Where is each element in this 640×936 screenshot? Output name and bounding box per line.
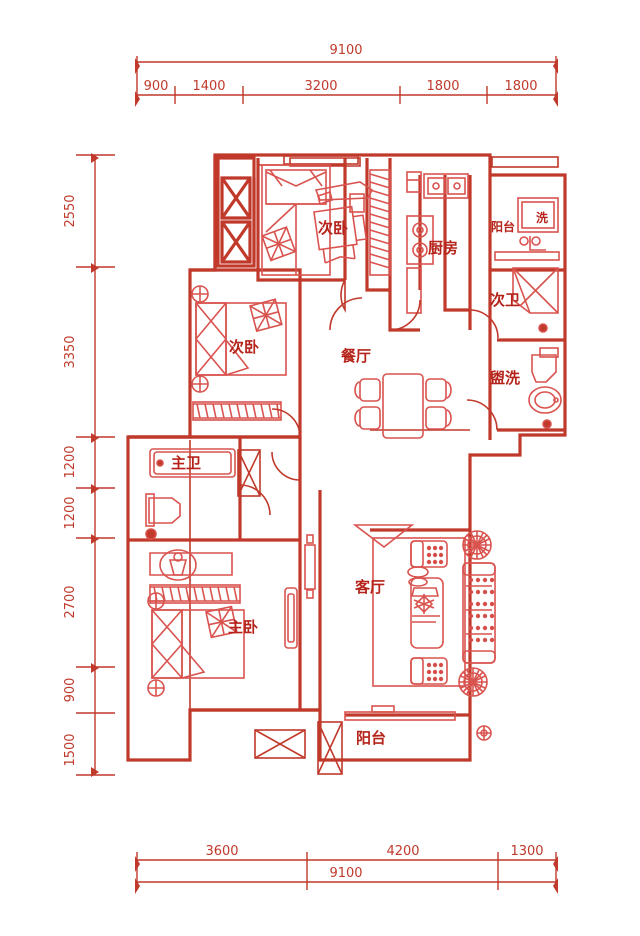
dim-top-seg-2: 3200 xyxy=(304,79,337,94)
room-label-bedroom2-mid: 次卧 xyxy=(229,338,259,356)
wardrobe-top-furniture xyxy=(369,169,391,276)
dim-left-seg-1: 3350 xyxy=(63,335,78,368)
dim-bottom-seg-1: 4200 xyxy=(386,844,419,859)
washroom-fixtures xyxy=(528,386,562,429)
room-label-dining: 餐厅 xyxy=(341,347,371,365)
room-label-master-bedroom: 主卧 xyxy=(228,618,258,636)
dim-left-seg-6: 1500 xyxy=(63,733,78,766)
dim-top-seg-3: 1800 xyxy=(426,79,459,94)
room-label-bath2: 次卫 xyxy=(490,291,520,309)
room-label-balcony-top: 阳台 xyxy=(491,219,515,234)
room-label-bedroom2-top: 次卧 xyxy=(318,219,348,237)
bedroom2-mid-furniture xyxy=(191,285,287,421)
room-label-balcony-bottom: 阳台 xyxy=(356,729,386,747)
tv-cabinet-furniture xyxy=(284,534,316,649)
top-dimension-group xyxy=(135,56,558,107)
dim-left-seg-3: 1200 xyxy=(63,496,78,529)
left-dimension-group xyxy=(76,153,115,777)
bottom-dimension-group xyxy=(135,852,558,894)
bedroom2-top-furniture xyxy=(260,164,331,276)
second-bathroom-fixtures xyxy=(511,267,559,383)
dim-bottom-seg-2: 1300 xyxy=(510,844,543,859)
dim-top-seg-0: 900 xyxy=(144,79,169,94)
living-room-furniture xyxy=(352,524,496,697)
desk-and-chair-furniture xyxy=(313,181,374,264)
dim-bottom-total: 9100 xyxy=(329,866,362,881)
room-label-group: 次卧 次卧 主卧 餐厅 厨房 阳台 洗 次卫 盥洗 主卫 客厅 阳台 xyxy=(171,210,548,747)
dim-top-seg-4: 1800 xyxy=(504,79,537,94)
room-label-laundry: 洗 xyxy=(536,210,548,225)
room-label-kitchen: 厨房 xyxy=(428,239,458,257)
dim-left-seg-5: 900 xyxy=(63,678,78,703)
dining-furniture xyxy=(354,373,452,439)
dim-left-seg-4: 2700 xyxy=(63,585,78,618)
bottom-balcony-fixtures xyxy=(344,705,492,741)
room-label-washroom: 盥洗 xyxy=(490,369,520,387)
laundry-balcony-fixtures xyxy=(494,197,560,261)
dim-left-seg-2: 1200 xyxy=(63,445,78,478)
dim-top-total: 9100 xyxy=(329,43,362,58)
kitchen-fixtures xyxy=(406,171,469,314)
door-group xyxy=(239,279,499,516)
master-bath-fixtures xyxy=(145,448,236,581)
master-bed-furniture xyxy=(147,592,245,697)
dim-bottom-seg-0: 3600 xyxy=(205,844,238,859)
room-label-master-bath: 主卫 xyxy=(171,454,201,472)
room-label-living: 客厅 xyxy=(354,578,385,596)
dim-top-seg-1: 1400 xyxy=(192,79,225,94)
window-group xyxy=(221,155,559,775)
dim-left-seg-0: 2550 xyxy=(63,194,78,227)
